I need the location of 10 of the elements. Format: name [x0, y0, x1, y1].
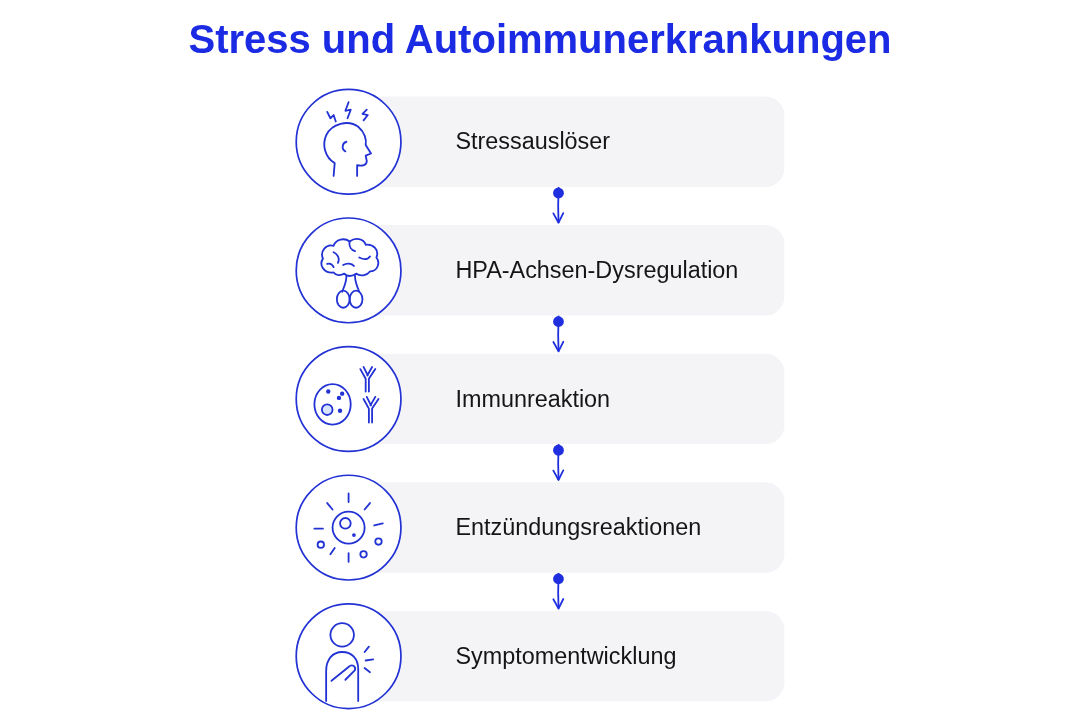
arrow	[552, 443, 565, 481]
node-text: Entzündungsreaktionen	[455, 513, 702, 541]
arrow	[552, 571, 565, 610]
node-text: Stressauslöser	[455, 127, 611, 155]
arrow	[552, 314, 565, 353]
title: Stress und Autoimmunerkrankungen	[188, 16, 892, 62]
node-text: Symptomentwicklung	[455, 642, 677, 670]
node-text: HPA-Achsen-Dysregulation	[455, 256, 739, 284]
node-text: Immunreaktion	[455, 385, 611, 413]
arrow	[552, 185, 565, 224]
